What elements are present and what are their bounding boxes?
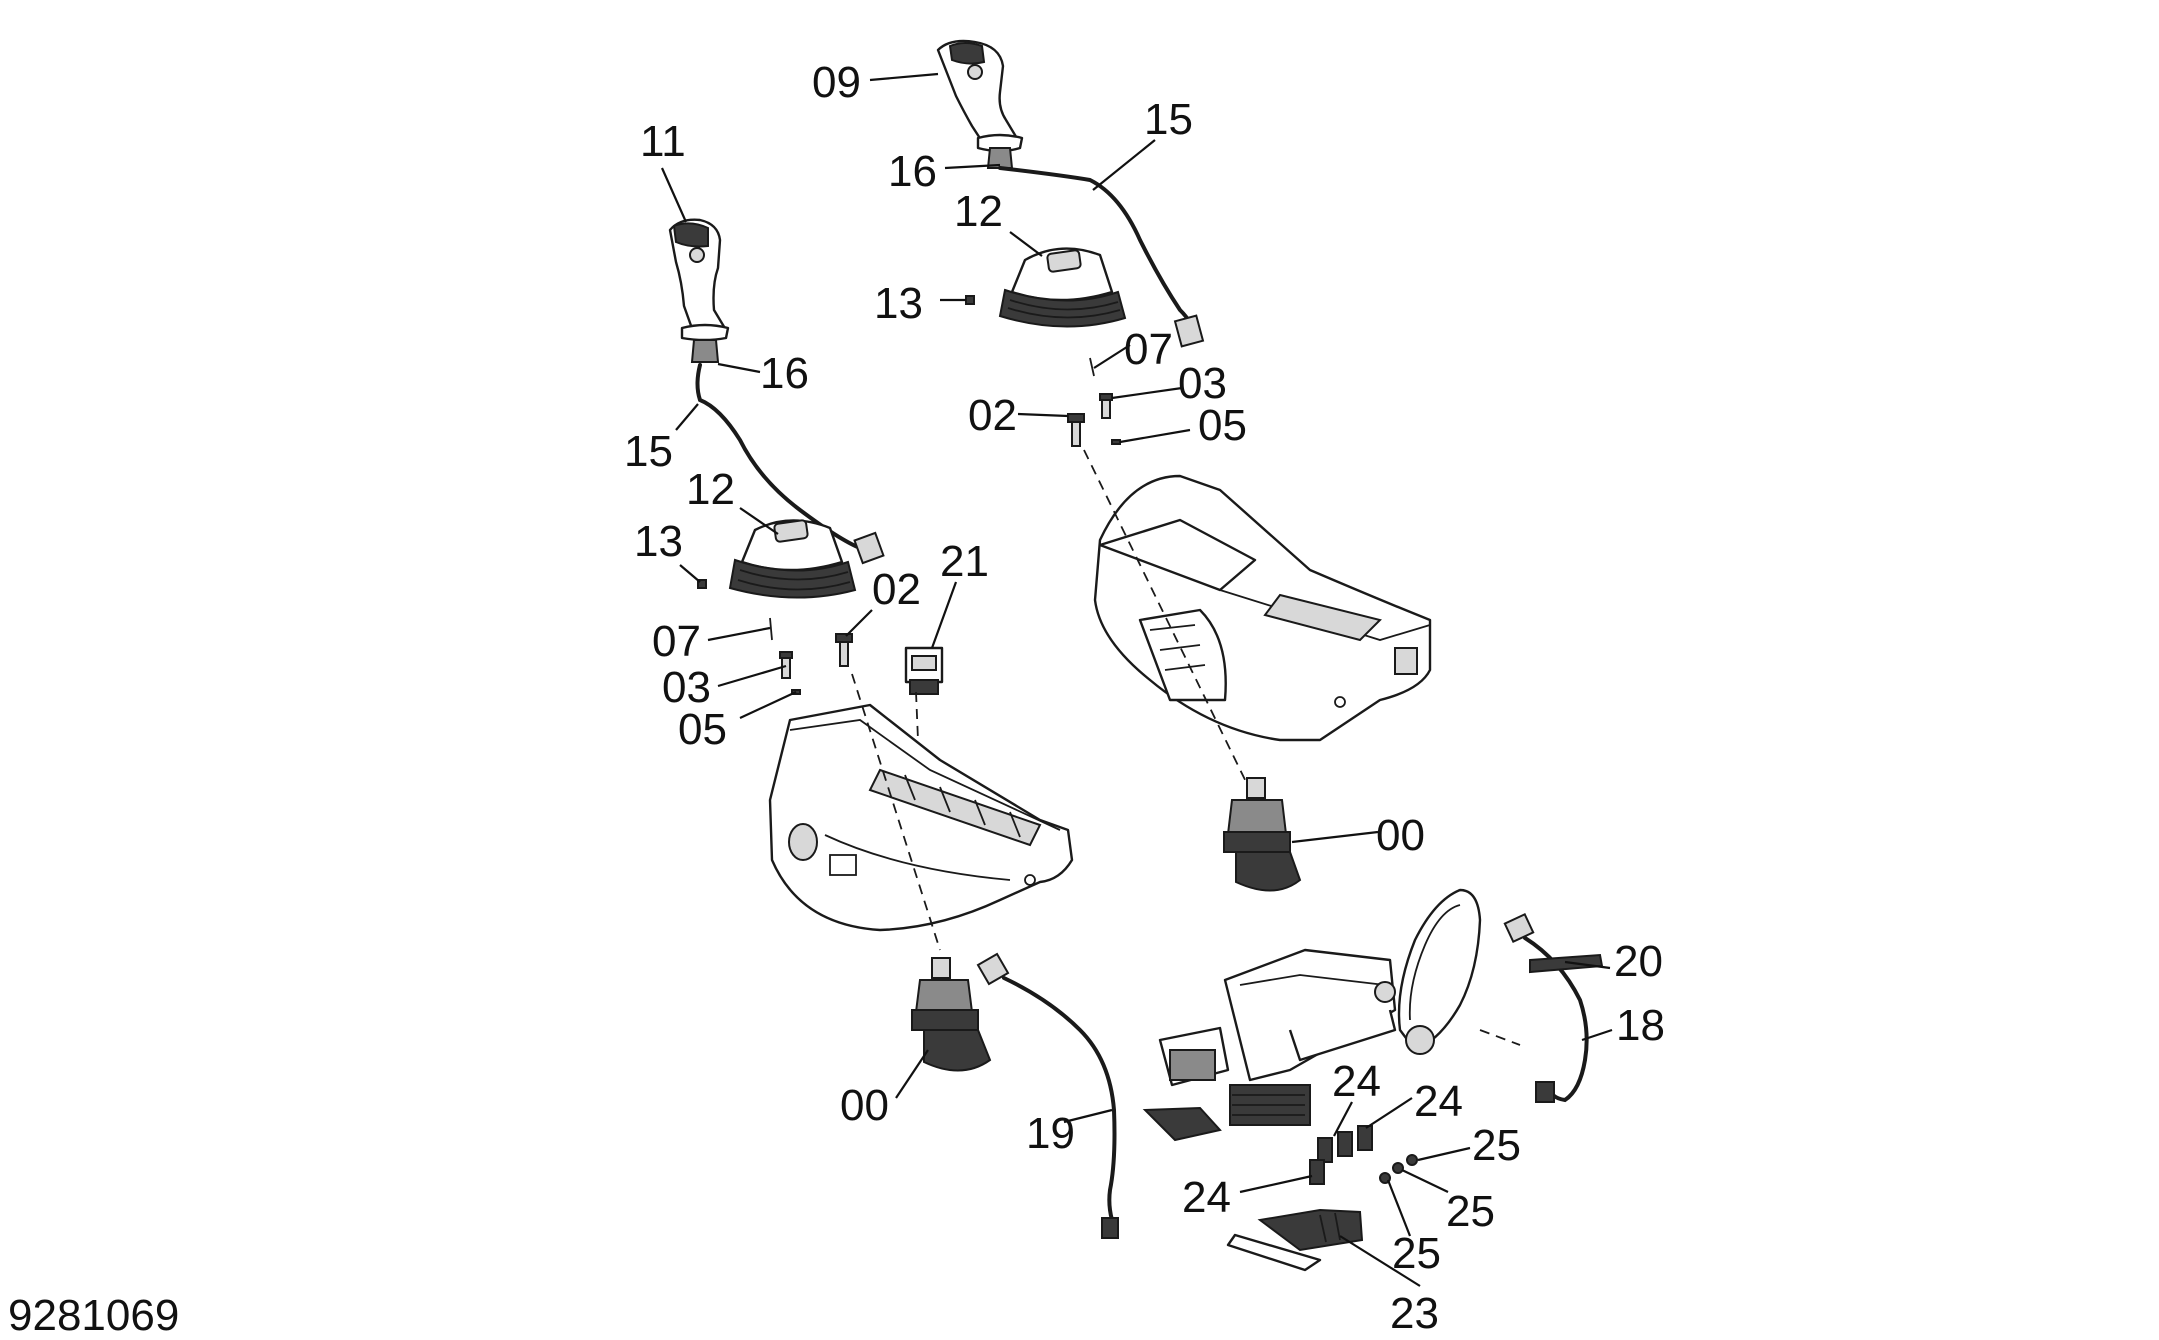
callout-09: 09 — [812, 58, 861, 107]
drawing-number: 9281069 — [8, 1291, 179, 1340]
control-module-bracket — [1142, 948, 1397, 1142]
callout-20: 20 — [1614, 937, 1663, 986]
callout-21: 21 — [940, 537, 989, 586]
cable-19 — [976, 952, 1119, 1239]
callout-25-b: 25 — [1446, 1187, 1495, 1236]
callout-24-a: 24 — [1332, 1057, 1381, 1106]
harness-18 — [1503, 912, 1589, 1103]
callout-23: 23 — [1390, 1289, 1439, 1338]
clips-24 — [1309, 1125, 1373, 1185]
callout-03-left: 03 — [662, 663, 711, 712]
callout-19: 19 — [1026, 1109, 1075, 1158]
rotary-switch-00-left — [911, 957, 992, 1072]
connector-15-left — [853, 531, 885, 565]
callout-11: 11 — [640, 117, 686, 166]
callout-12-left: 12 — [686, 465, 735, 514]
callout-05-left: 05 — [678, 705, 727, 754]
bolt-03-upper — [1099, 393, 1113, 419]
callout-13-upper: 13 — [874, 279, 923, 328]
pin-07-left — [769, 617, 773, 641]
cable-tie-20 — [1529, 953, 1604, 974]
bracket-23 — [1226, 1208, 1364, 1272]
callout-12-upper: 12 — [954, 187, 1003, 236]
bolt-02-upper — [1067, 413, 1085, 447]
callout-16-left: 16 — [760, 349, 809, 398]
callout-24-b: 24 — [1414, 1077, 1463, 1126]
nuts-25 — [1379, 1154, 1418, 1184]
bolt-03-left — [779, 651, 793, 679]
callout-07-upper: 07 — [1124, 325, 1173, 374]
rotary-switch-00-upper — [1223, 777, 1302, 892]
callout-15-left: 15 — [624, 427, 673, 476]
callout-05-upper: 05 — [1198, 401, 1247, 450]
callout-13-left: 13 — [634, 517, 683, 566]
callout-24-c: 24 — [1182, 1173, 1231, 1222]
callout-18: 18 — [1616, 1001, 1665, 1050]
callout-16-upper: 16 — [888, 147, 937, 196]
callout-03-upper: 03 — [1178, 359, 1227, 408]
callout-02-upper: 02 — [968, 391, 1017, 440]
callout-25-c: 25 — [1392, 1229, 1441, 1278]
connector-15-upper — [1173, 314, 1205, 348]
joystick-handle-11 — [668, 218, 730, 363]
washer-05-upper — [1111, 439, 1121, 445]
callout-02-left: 02 — [872, 565, 921, 614]
callout-00-upper: 00 — [1376, 811, 1425, 860]
boot-12-left — [728, 519, 857, 599]
callout-15-upper: 15 — [1144, 95, 1193, 144]
callout-00-left: 00 — [840, 1081, 889, 1130]
screw-13-upper — [965, 295, 975, 305]
boot-12-upper — [998, 247, 1127, 328]
switch-21 — [904, 646, 944, 695]
callout-25-a: 25 — [1472, 1121, 1521, 1170]
pin-07-upper — [1089, 357, 1095, 377]
bolt-02-left — [835, 633, 853, 667]
joystick-handle-09 — [936, 39, 1024, 169]
armrest-housing-upper — [1093, 474, 1432, 742]
screw-13-left — [697, 579, 707, 589]
callout-07-left: 07 — [652, 617, 701, 666]
leader-lines — [660, 72, 1613, 1287]
handle-loop — [1397, 888, 1482, 1055]
armrest-housing-left — [768, 703, 1074, 932]
